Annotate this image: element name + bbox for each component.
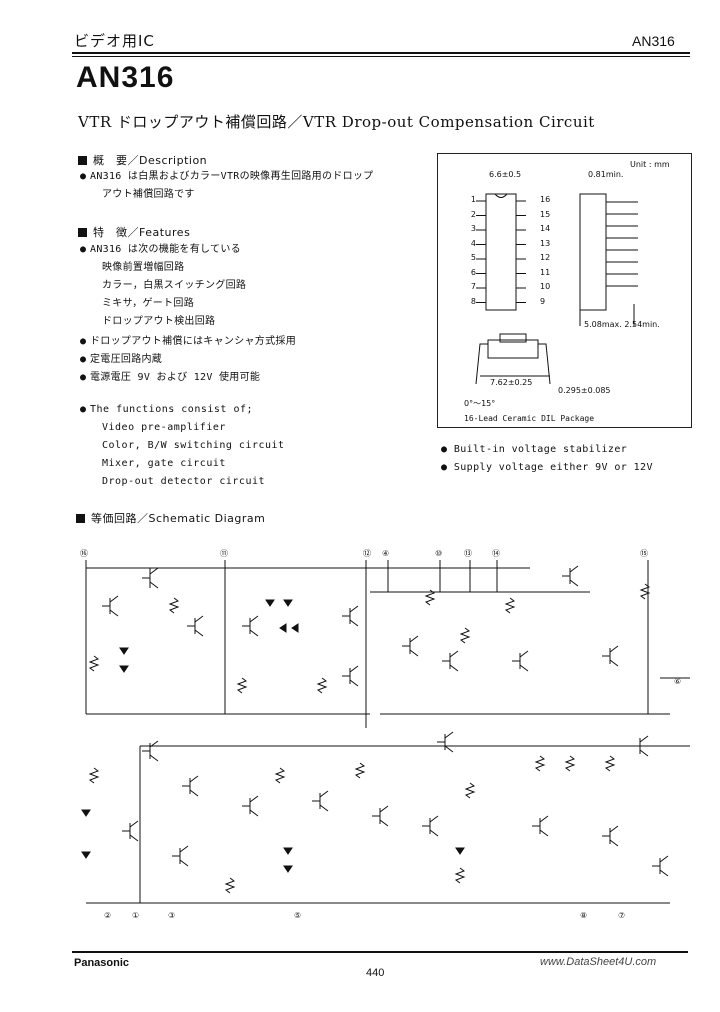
header-rule bbox=[72, 52, 690, 54]
schematic-pin-label: ③ bbox=[168, 911, 175, 920]
schematic-diagram: ⑯ ⑪ ⑫ ④ ⑩ ⑬ ⑭ ⑮ ② ① ③ ⑤ ⑧ ⑦ ⑥ bbox=[80, 549, 690, 920]
package-caption: 16-Lead Ceramic DIL Package bbox=[464, 414, 595, 423]
feature-supply-voltage: ● Supply voltage either 9V or 12V bbox=[441, 462, 653, 473]
package-dim-lead: 0.81min. bbox=[588, 170, 624, 179]
page-number: 440 bbox=[366, 967, 385, 979]
package-unit: Unit : mm bbox=[630, 160, 670, 169]
schematic-pin-label: ⑭ bbox=[492, 549, 500, 558]
section-square-icon bbox=[78, 156, 87, 165]
list-item: ●ドロップアウト補償にはキャンシャ方式採用 bbox=[80, 336, 296, 347]
description-heading: 概 要／Description bbox=[78, 152, 207, 168]
document-title: VTR ドロップアウト補償回路／VTR Drop-out Compensatio… bbox=[78, 113, 595, 131]
package-dim-height: 5.08max. 2.54min. bbox=[584, 320, 660, 329]
list-item: Color, B/W switching circuit bbox=[102, 440, 285, 451]
package-outline-svg bbox=[475, 193, 638, 385]
schematic-pin-label: ⑫ bbox=[363, 549, 371, 558]
list-item: 映像前置増幅回路 bbox=[102, 262, 185, 273]
schematic-pin-label: ⑬ bbox=[464, 549, 472, 558]
package-dim-thickness: 0.295±0.085 bbox=[558, 386, 611, 395]
list-item: ●電源電圧 9V および 12V 使用可能 bbox=[80, 372, 261, 383]
schematic-pin-label: ⑮ bbox=[640, 549, 648, 558]
schematic-pin-label: ⑪ bbox=[220, 549, 228, 558]
section-square-icon bbox=[78, 228, 87, 237]
features-list: ●AN316 は次の機能を有している 映像前置増幅回路 カラー，白黒スイッチング… bbox=[80, 241, 296, 387]
package-dim-span: 7.62±0.25 bbox=[490, 378, 533, 387]
list-item: ドロップアウト検出回路 bbox=[102, 316, 216, 327]
brand-logo: Panasonic bbox=[74, 957, 130, 969]
schematic-heading: 等価回路／Schematic Diagram bbox=[76, 510, 265, 526]
list-item: Video pre-amplifier bbox=[102, 422, 226, 433]
functions-list: ●The functions consist of; Video pre-amp… bbox=[80, 401, 285, 491]
package-dim-width: 6.6±0.5 bbox=[489, 170, 522, 179]
header-rule-thin bbox=[72, 56, 690, 57]
footer-rule bbox=[72, 951, 688, 953]
source-watermark: www.DataSheet4U.com bbox=[540, 956, 657, 968]
section-square-icon bbox=[76, 514, 85, 523]
list-item: Drop-out detector circuit bbox=[102, 476, 266, 487]
schematic-pin-label: ① bbox=[132, 911, 139, 920]
schematic-pin-label: ⑥ bbox=[674, 677, 681, 686]
schematic-pin-label: ⑯ bbox=[80, 549, 88, 558]
list-item: ●定電圧回路内蔵 bbox=[80, 354, 163, 365]
list-item: ●AN316 は次の機能を有している bbox=[80, 244, 241, 255]
header-part-code: AN316 bbox=[632, 33, 675, 49]
part-number: AN316 bbox=[76, 61, 175, 94]
list-item: ミキサ，ゲート回路 bbox=[102, 298, 194, 309]
description-text: ●AN316 は白黒およびカラーVTRの映像再生回路用のドロップ アウト補償回路… bbox=[80, 171, 374, 200]
features-heading: 特 徴／Features bbox=[78, 224, 190, 240]
schematic-pin-label: ⑤ bbox=[294, 911, 301, 920]
package-dim-angle: 0°～15° bbox=[464, 399, 496, 408]
schematic-pin-label: ② bbox=[104, 911, 111, 920]
schematic-pin-label: ⑩ bbox=[435, 549, 442, 558]
schematic-pin-label: ⑧ bbox=[580, 911, 587, 920]
list-item: カラー，白黒スイッチング回路 bbox=[102, 280, 247, 291]
schematic-pin-label: ④ bbox=[382, 549, 389, 558]
feature-voltage-stabilizer: ● Built-in voltage stabilizer bbox=[441, 444, 628, 455]
package-drawing bbox=[437, 153, 692, 428]
functions-heading: ●The functions consist of; bbox=[80, 404, 254, 415]
list-item: Mixer, gate circuit bbox=[102, 458, 226, 469]
schematic-pin-label: ⑦ bbox=[618, 911, 625, 920]
category-label: ビデオ用IC bbox=[74, 32, 155, 50]
